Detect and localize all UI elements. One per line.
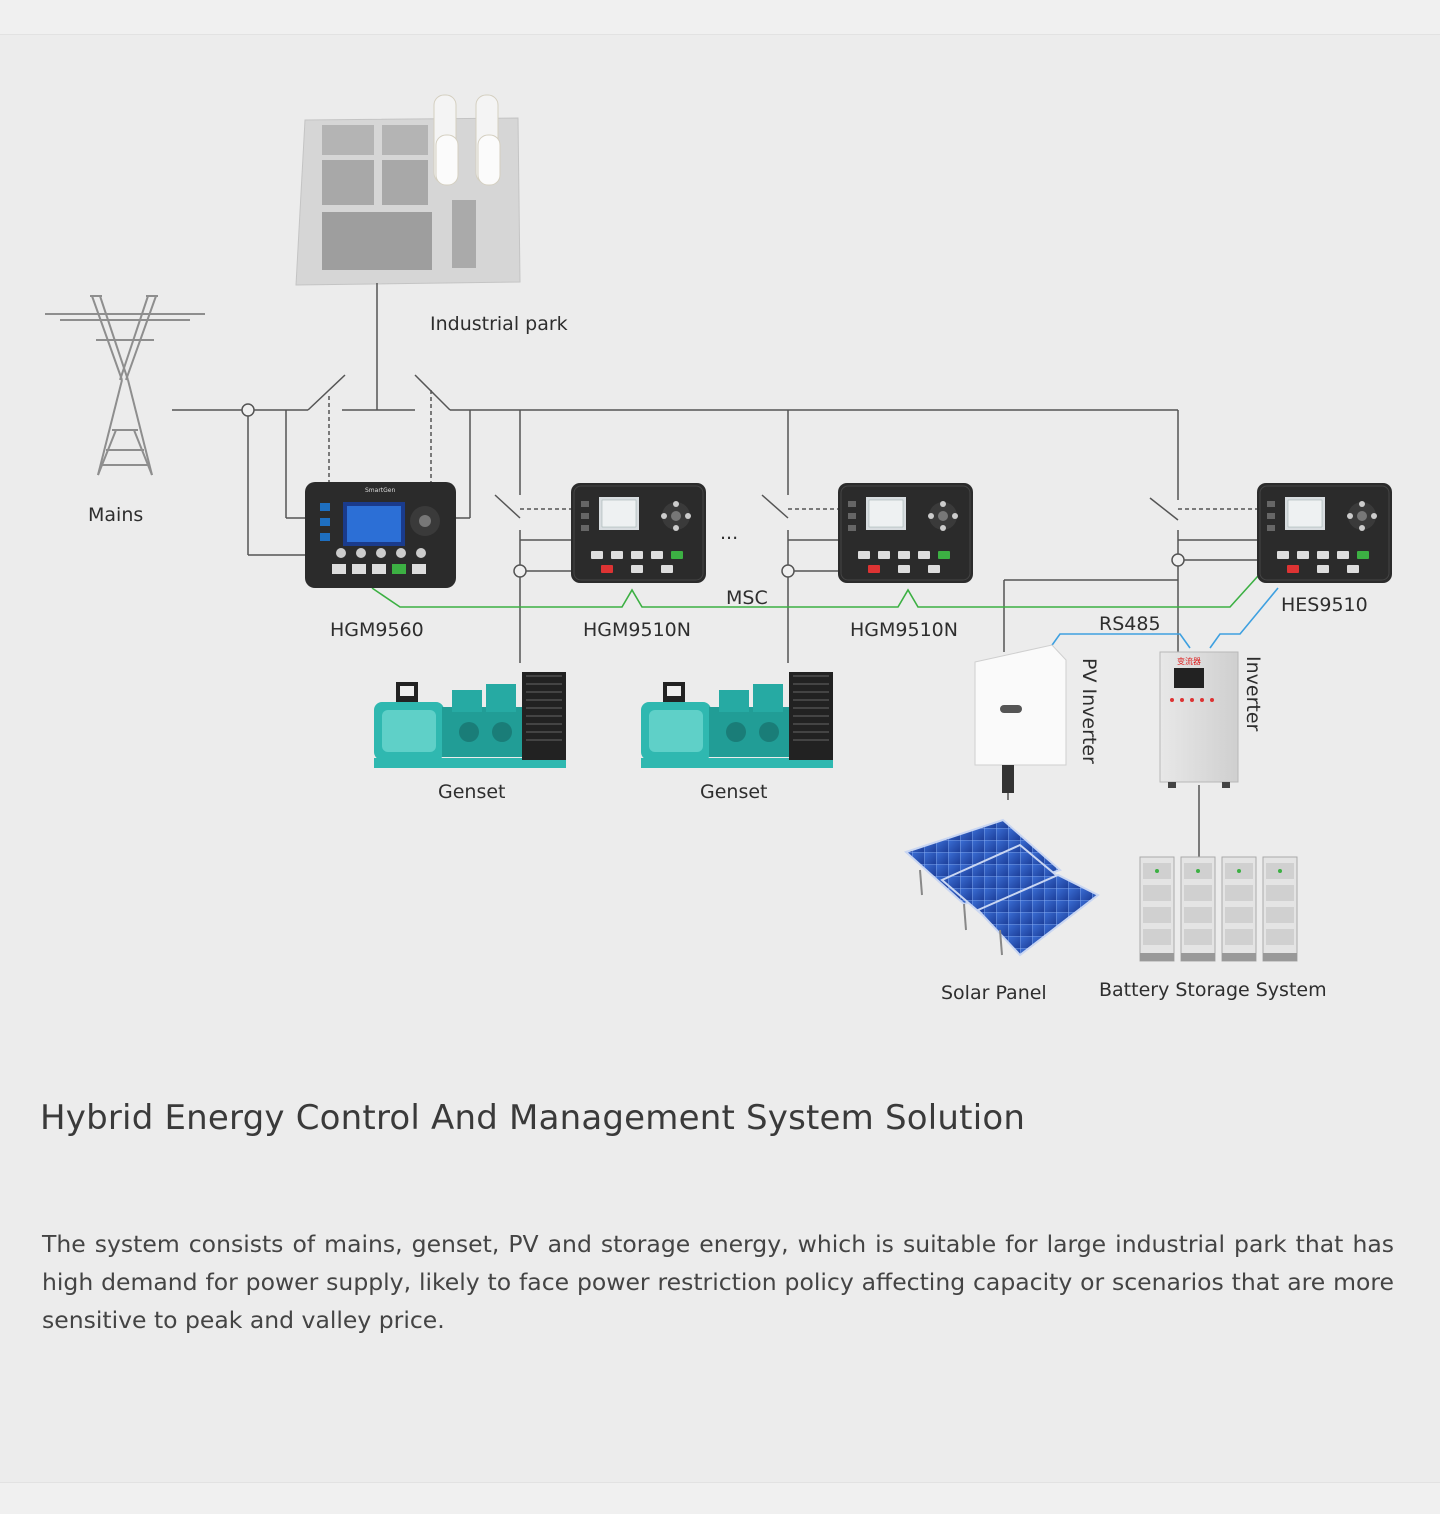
hgm9560-controller: SmartGen: [305, 482, 456, 588]
rs485-label: RS485: [1099, 613, 1161, 635]
genset-label-1: Genset: [438, 781, 506, 803]
hgm9510n-label-2: HGM9510N: [850, 619, 958, 641]
rs485-link-line: [1049, 633, 1191, 649]
industrial-park-illustration: [295, 94, 521, 286]
mains-label: Mains: [88, 504, 143, 526]
battery-storage-label: Battery Storage System: [1099, 979, 1327, 1001]
hgm9510n-controller-2: [837, 482, 974, 584]
inverter-label: Inverter: [1242, 656, 1264, 732]
pv-inverter-label: PV Inverter: [1078, 658, 1100, 764]
hgm9510n-controller-1: [570, 482, 707, 584]
msc-link-line: [371, 575, 1259, 608]
solar-panel-illustration: [904, 818, 1100, 957]
hes9510-label: HES9510: [1281, 594, 1368, 616]
hybrid-energy-diagram: Industrial park Mains: [45, 94, 1393, 1004]
hgm9560-label: HGM9560: [330, 619, 424, 641]
page-title: Hybrid Energy Control And Management Sys…: [40, 1098, 1026, 1138]
battery-storage-illustration: [1139, 856, 1298, 962]
industrial-park-label: Industrial park: [430, 313, 568, 335]
pv-inverter-illustration: [974, 644, 1067, 793]
genset-illustration-1: [373, 671, 567, 769]
hes9510-controller: [1256, 482, 1393, 584]
brand-text: SmartGen: [365, 487, 395, 494]
genset-label-2: Genset: [700, 781, 768, 803]
storage-inverter-cabinet: 变流器: [1159, 651, 1239, 788]
solution-description: The system consists of mains, genset, PV…: [42, 1230, 1394, 1334]
transmission-tower-icon: [45, 295, 205, 476]
solar-panel-label: Solar Panel: [941, 982, 1047, 1004]
junction-nodes: [241, 403, 1185, 578]
msc-label: MSC: [726, 587, 768, 609]
hgm9510n-label-1: HGM9510N: [583, 619, 691, 641]
genset-illustration-2: [640, 671, 834, 769]
ellipsis-label: ...: [720, 522, 738, 544]
power-bus-lines: [172, 283, 1258, 860]
inverter-panel-text: 变流器: [1177, 656, 1201, 666]
